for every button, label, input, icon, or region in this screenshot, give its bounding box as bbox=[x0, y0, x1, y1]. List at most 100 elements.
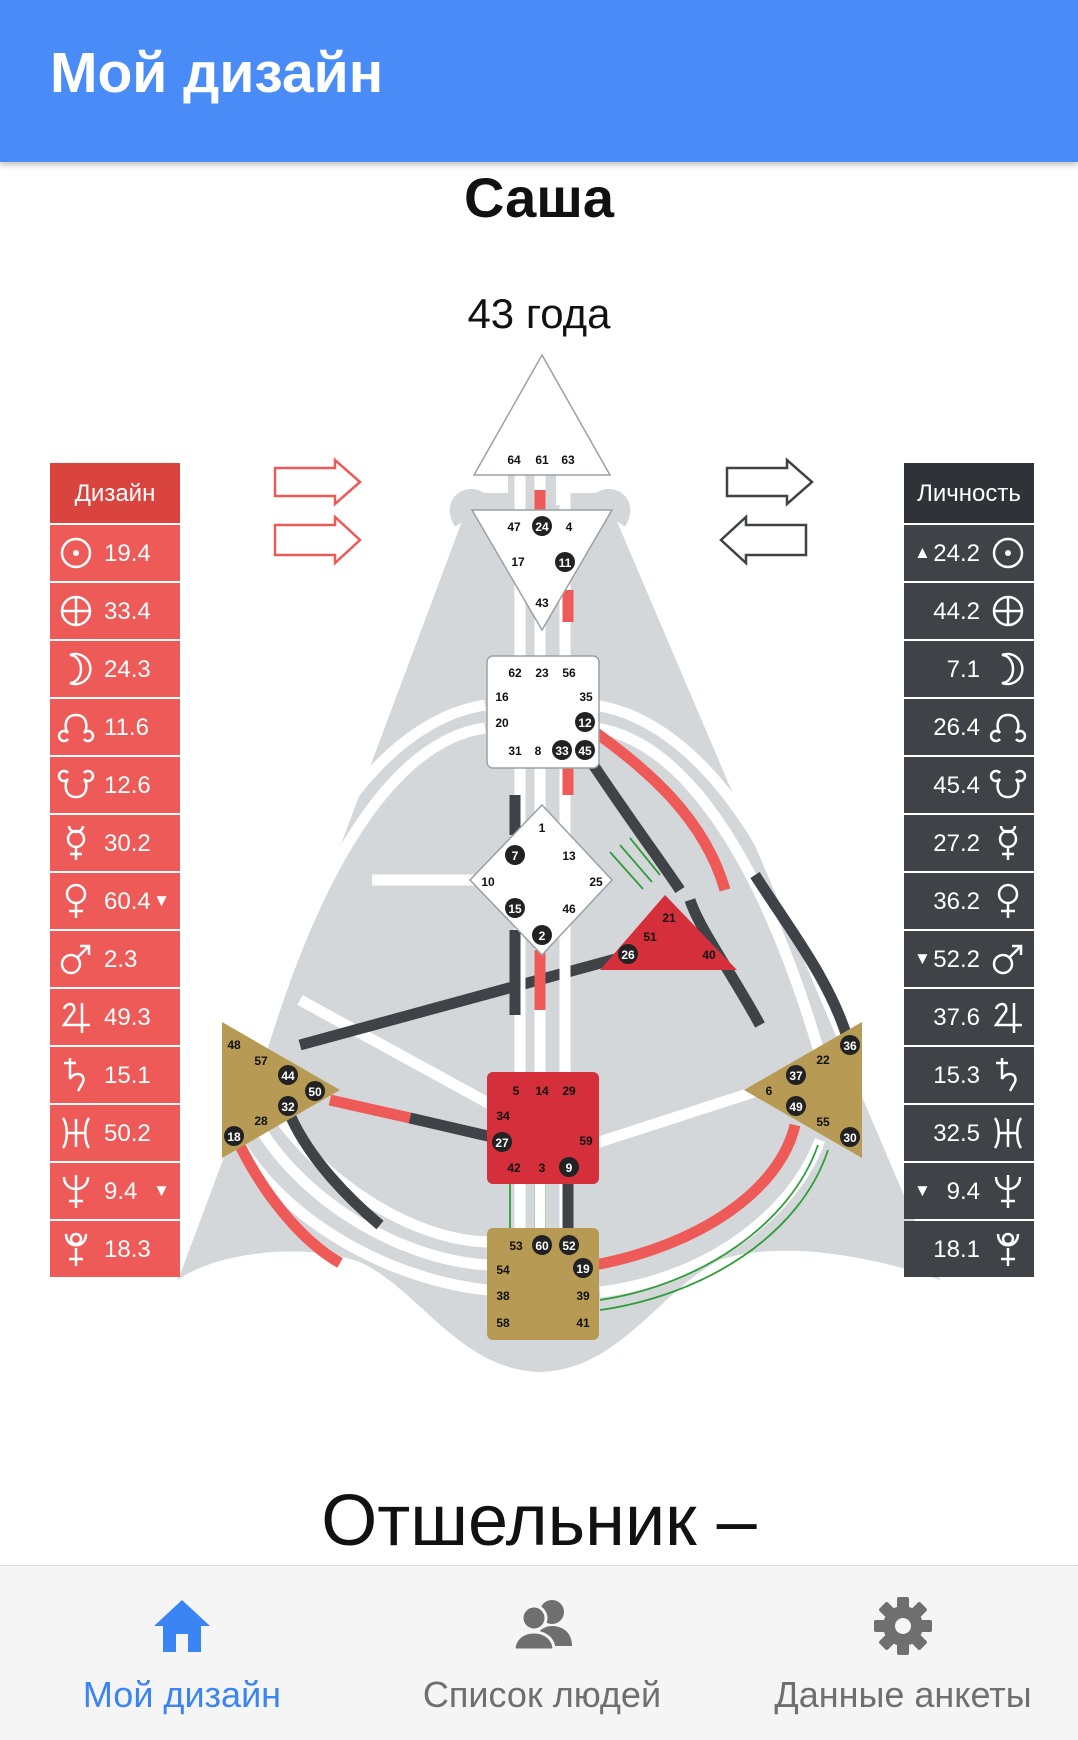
gate-33: 33 bbox=[555, 744, 569, 758]
personality-row-earth[interactable]: 44.2 bbox=[904, 583, 1034, 639]
personality-mark: ▲ bbox=[914, 543, 931, 562]
design-row-mars[interactable]: 2.3 bbox=[50, 931, 180, 987]
moon-icon bbox=[69, 652, 92, 686]
personality-value: 37.6 bbox=[933, 1004, 980, 1031]
design-row-earth[interactable]: 33.4 bbox=[50, 583, 180, 639]
design-value: 18.3 bbox=[104, 1236, 151, 1263]
gate-41: 41 bbox=[576, 1316, 590, 1330]
gate-6: 6 bbox=[766, 1084, 773, 1098]
personality-row-uranus[interactable]: 32.5 bbox=[904, 1105, 1034, 1161]
gate-46: 46 bbox=[562, 902, 576, 916]
design-value: 12.6 bbox=[104, 772, 151, 799]
gate-50: 50 bbox=[308, 1085, 322, 1099]
design-row-jupiter[interactable]: 49.3 bbox=[50, 989, 180, 1045]
personality-value: 52.2 bbox=[933, 946, 980, 973]
gate-58: 58 bbox=[496, 1316, 510, 1330]
mercury-icon bbox=[66, 825, 86, 860]
saturn-icon bbox=[996, 1058, 1017, 1092]
design-value: 19.4 bbox=[104, 540, 151, 567]
personality-row-north-node[interactable]: 26.4 bbox=[904, 699, 1034, 755]
nav-questionnaire-data[interactable]: Данные анкеты bbox=[758, 1566, 1048, 1740]
design-row-neptune[interactable]: 9.4 ▼ bbox=[50, 1163, 180, 1219]
gate-12: 12 bbox=[578, 716, 592, 730]
personality-row-saturn[interactable]: 15.3 bbox=[904, 1047, 1034, 1103]
gate-35: 35 bbox=[579, 690, 593, 704]
solar-plexus-center bbox=[744, 1022, 862, 1158]
gate-22: 22 bbox=[816, 1053, 830, 1067]
gate-32: 32 bbox=[281, 1100, 295, 1114]
gate-61: 61 bbox=[535, 453, 549, 467]
gate-29: 29 bbox=[562, 1084, 576, 1098]
personality-row-mercury[interactable]: 27.2 bbox=[904, 815, 1034, 871]
gate-51: 51 bbox=[643, 930, 657, 944]
mars-icon bbox=[992, 944, 1023, 975]
sacral-center bbox=[487, 1072, 599, 1184]
personality-row-venus[interactable]: 36.2 bbox=[904, 873, 1034, 929]
ajna-center bbox=[470, 509, 614, 632]
design-row-south-node[interactable]: 12.6 bbox=[50, 757, 180, 813]
gate-59: 59 bbox=[579, 1134, 593, 1148]
gate-36: 36 bbox=[843, 1039, 857, 1053]
gate-5: 5 bbox=[513, 1084, 520, 1098]
gate-49: 49 bbox=[789, 1100, 803, 1114]
design-row-sun[interactable]: 19.4 bbox=[50, 525, 180, 581]
personality-value: 18.1 bbox=[933, 1236, 980, 1263]
jupiter-icon bbox=[993, 1002, 1022, 1033]
settings-icon bbox=[874, 1597, 932, 1655]
gate-44: 44 bbox=[281, 1069, 295, 1083]
design-arrow-bottom bbox=[273, 514, 362, 566]
personality-row-neptune[interactable]: ▼ 9.4 bbox=[904, 1163, 1034, 1219]
personality-row-jupiter[interactable]: 37.6 bbox=[904, 989, 1034, 1045]
design-column: Дизайн 19.4 33.4 24.3 11.6 12.6 30.2 60.… bbox=[50, 463, 180, 1277]
gate-34: 34 bbox=[496, 1109, 510, 1123]
personality-mark: ▼ bbox=[914, 1181, 931, 1200]
personality-row-south-node[interactable]: 45.4 bbox=[904, 757, 1034, 813]
gate-45: 45 bbox=[578, 744, 592, 758]
gate-16: 16 bbox=[495, 690, 509, 704]
gate-53: 53 bbox=[509, 1239, 523, 1253]
personality-mark: ▼ bbox=[914, 949, 931, 968]
design-column-header: Дизайн bbox=[50, 463, 180, 523]
sun-icon bbox=[992, 537, 1024, 569]
venus-icon bbox=[65, 883, 87, 918]
gate-31: 31 bbox=[508, 744, 522, 758]
personality-row-pluto[interactable]: 18.1 bbox=[904, 1221, 1034, 1277]
gate-28: 28 bbox=[254, 1114, 268, 1128]
nav-people-list[interactable]: Список людей bbox=[400, 1566, 684, 1740]
design-value: 2.3 bbox=[104, 946, 138, 973]
design-value: 24.3 bbox=[104, 656, 151, 683]
design-value: 49.3 bbox=[104, 1004, 151, 1031]
gate-15: 15 bbox=[508, 902, 522, 916]
gate-25: 25 bbox=[589, 875, 603, 889]
gate-23: 23 bbox=[535, 666, 549, 680]
gate-4: 4 bbox=[566, 520, 573, 534]
gate-63: 63 bbox=[561, 453, 575, 467]
personality-row-sun[interactable]: ▲ 24.2 bbox=[904, 525, 1034, 581]
personality-column: Личность ▲ 24.2 44.2 7.1 26.4 45.4 27.2 … bbox=[904, 463, 1034, 1277]
design-value: 9.4 bbox=[104, 1178, 138, 1205]
nav-people-list-label: Список людей bbox=[422, 1674, 662, 1715]
pluto-icon bbox=[996, 1232, 1020, 1266]
design-row-saturn[interactable]: 15.1 bbox=[50, 1047, 180, 1103]
design-row-mercury[interactable]: 30.2 bbox=[50, 815, 180, 871]
gate-7: 7 bbox=[512, 849, 519, 863]
personality-value: 26.4 bbox=[933, 714, 980, 741]
gate-19: 19 bbox=[576, 1262, 590, 1276]
design-row-moon[interactable]: 24.3 bbox=[50, 641, 180, 697]
design-value: 33.4 bbox=[104, 598, 151, 625]
gate-30: 30 bbox=[843, 1131, 857, 1145]
design-row-venus[interactable]: 60.4 ▼ bbox=[50, 873, 180, 929]
personality-arrow-bottom bbox=[719, 514, 808, 566]
neptune-icon bbox=[62, 1175, 90, 1208]
personality-row-mars[interactable]: ▼ 52.2 bbox=[904, 931, 1034, 987]
gate-39: 39 bbox=[576, 1289, 590, 1303]
gate-42: 42 bbox=[507, 1161, 521, 1175]
personality-row-moon[interactable]: 7.1 bbox=[904, 641, 1034, 697]
nav-my-design[interactable]: Мой дизайн bbox=[40, 1566, 324, 1740]
pluto-icon bbox=[64, 1232, 88, 1266]
design-row-uranus[interactable]: 50.2 bbox=[50, 1105, 180, 1161]
design-row-pluto[interactable]: 18.3 bbox=[50, 1221, 180, 1277]
gate-55: 55 bbox=[816, 1115, 830, 1129]
earth-icon bbox=[60, 595, 92, 627]
design-row-north-node[interactable]: 11.6 bbox=[50, 699, 180, 755]
